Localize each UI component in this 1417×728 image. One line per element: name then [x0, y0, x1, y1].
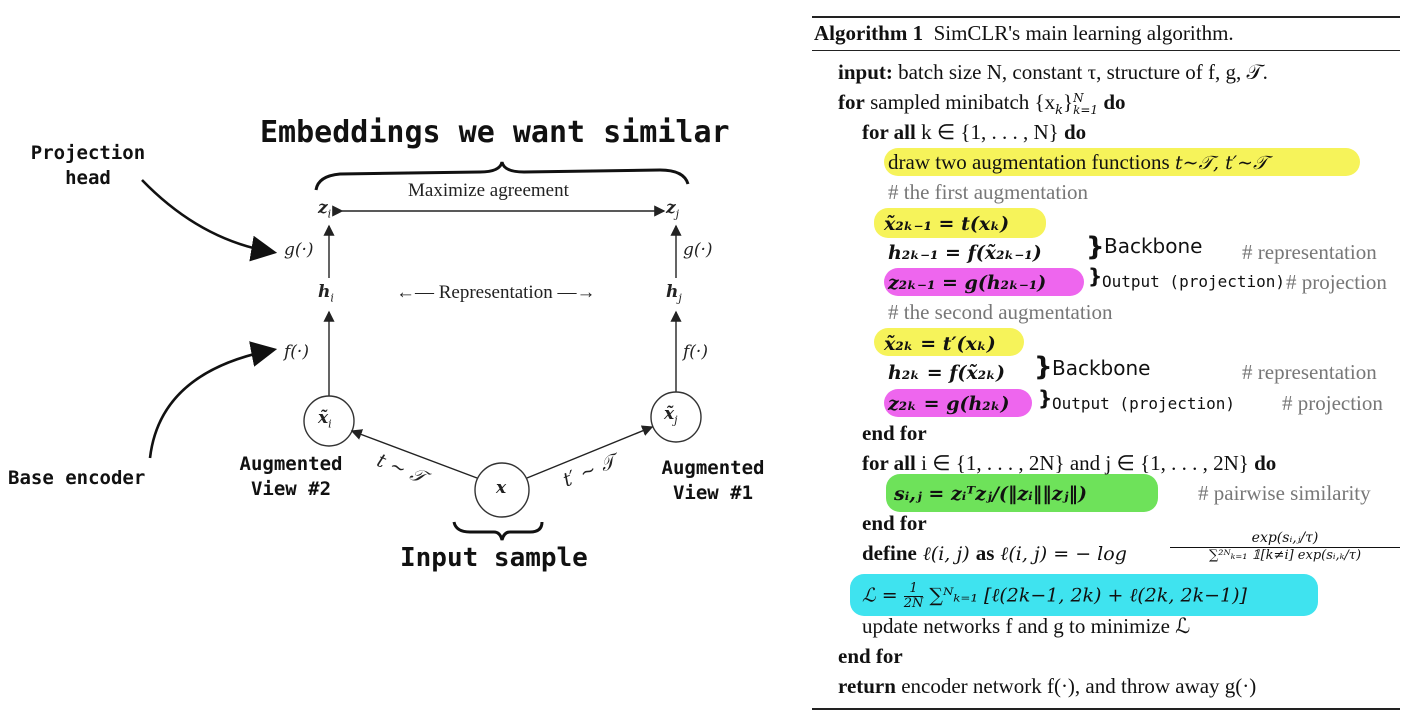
note-backbone-1: Backbone — [1104, 234, 1203, 258]
node-x — [474, 462, 530, 518]
representation-label: ←— Representation —→ — [396, 282, 596, 303]
arrow-x-xj — [526, 425, 654, 479]
arrow-x-xi — [350, 429, 478, 479]
x-input: x — [496, 478, 507, 498]
augmented-view-2-label: Augmented View #2 — [239, 453, 343, 500]
h-j: hj — [666, 282, 682, 305]
comment-second-aug: # the second augmentation — [888, 300, 1113, 324]
highlight-z2k1 — [884, 268, 1084, 296]
algorithm-header: Algorithm 1 SimCLR's main learning algor… — [814, 21, 1234, 45]
projection-head-arrow — [141, 179, 278, 262]
line-forall-k: for all k ∈ {1, . . . , N} do — [862, 120, 1087, 144]
node-x-tilde-i — [303, 395, 355, 447]
bottom-rule — [812, 708, 1400, 710]
f-right: f(·) — [683, 342, 708, 362]
comment-first-aug: # the first augmentation — [888, 180, 1089, 204]
diagram-title: Embeddings we want similar — [260, 115, 730, 150]
line-h2k1: h₂ₖ₋₁ = f(x̃₂ₖ₋₁) — [888, 242, 1042, 264]
comment-representation-1: # representation — [1242, 240, 1377, 264]
highlight-draw — [884, 148, 1360, 176]
base-encoder-arrow — [148, 341, 278, 459]
define-fraction: exp(sᵢ,ⱼ/τ) ∑²ᴺₖ₌₁ 𝟙[k≠i] exp(sᵢ,ₖ/τ) — [1170, 530, 1400, 563]
highlight-z2k — [884, 389, 1032, 417]
brace-output-1: } — [1088, 264, 1103, 288]
line-endfor-outer: end for — [838, 644, 903, 668]
x-tilde-i: x̃i — [318, 408, 332, 431]
brace-backbone-2: } — [1034, 352, 1053, 382]
comment-representation-2: # representation — [1242, 360, 1377, 384]
base-encoder-label: Base encoder — [8, 467, 146, 489]
line-input: input: batch size N, constant τ, structu… — [838, 60, 1268, 84]
algorithm-box: Algorithm 1 SimCLR's main learning algor… — [812, 0, 1402, 728]
brace-output-2: } — [1038, 386, 1053, 410]
highlight-similarity — [886, 474, 1158, 512]
line-endfor-pairs: end for — [862, 511, 927, 535]
z-i: zi — [318, 198, 332, 221]
highlight-x2k — [874, 328, 1024, 356]
h-i: hi — [318, 282, 334, 305]
f-left: f(·) — [284, 342, 309, 362]
projection-head-label: Projection head — [30, 142, 146, 189]
simclr-diagram — [141, 161, 702, 541]
line-z2k1: z₂ₖ₋₁ = g(h₂ₖ₋₁) — [888, 272, 1047, 294]
note-output-2: Output (projection) — [1052, 394, 1236, 413]
x-tilde-j: x̃j — [664, 404, 678, 427]
comment-pairwise: # pairwise similarity — [1198, 481, 1371, 505]
line-h2k: h₂ₖ = f(x̃₂ₖ) — [888, 362, 1005, 384]
g-right: g(·) — [683, 240, 713, 260]
g-left: g(·) — [284, 240, 314, 260]
line-endfor-inner: end for — [862, 421, 927, 445]
brace-backbone-1: } — [1086, 232, 1105, 262]
line-z2k: z₂ₖ = g(h₂ₖ) — [888, 393, 1010, 415]
header-rule — [812, 50, 1400, 51]
line-define: define ℓ(i, j) as ℓ(i, j) = − log — [862, 541, 1127, 565]
line-draw: draw two augmentation functions t∼𝒯, t′∼… — [888, 150, 1268, 174]
line-return: return encoder network f(·), and throw a… — [838, 674, 1257, 698]
highlight-x2k1 — [874, 208, 1046, 238]
input-sample-label: Input sample — [400, 543, 588, 573]
highlight-loss — [850, 574, 1318, 616]
top-brace — [314, 161, 690, 191]
line-update: update networks f and g to minimize ℒ — [862, 614, 1191, 638]
node-x-tilde-j — [650, 391, 702, 443]
line-x2k: x̃₂ₖ = t′(xₖ) — [884, 333, 996, 355]
z-j: zj — [666, 198, 680, 221]
note-backbone-2: Backbone — [1052, 356, 1151, 380]
top-rule — [812, 16, 1400, 18]
line-similarity: sᵢ,ⱼ = zᵢᵀzⱼ/(‖zᵢ‖‖zⱼ‖) — [894, 483, 1087, 505]
bottom-brace — [452, 521, 544, 541]
comment-projection-1: # projection — [1286, 270, 1387, 294]
maximize-agreement-label: Maximize agreement — [408, 180, 569, 201]
note-output-1: Output (projection) — [1102, 272, 1286, 291]
augmented-view-1-label: Augmented View #1 — [661, 457, 765, 504]
line-forall-ij: for all i ∈ {1, . . . , 2N} and j ∈ {1, … — [862, 451, 1277, 475]
comment-projection-2: # projection — [1282, 391, 1383, 415]
line-x2k1: x̃₂ₖ₋₁ = t(xₖ) — [884, 213, 1010, 235]
